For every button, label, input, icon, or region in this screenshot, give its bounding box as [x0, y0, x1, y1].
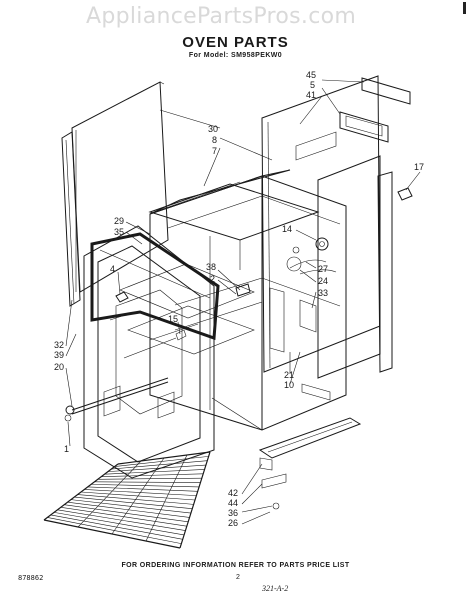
callout-2: 2 — [210, 274, 215, 284]
vent-trim — [339, 77, 411, 143]
callout-15: 15 — [168, 314, 178, 324]
callout-numbers: 45 5 41 30 8 7 17 14 27 24 33 29 35 38 2… — [54, 70, 424, 528]
oven-front-panel — [83, 225, 215, 479]
sensor-assembly — [289, 237, 337, 275]
callout-24: 24 — [318, 276, 328, 286]
document-number: 878862 — [18, 574, 44, 582]
bottom-rail — [258, 417, 362, 510]
callout-1: 1 — [64, 444, 69, 454]
callout-17: 17 — [414, 162, 424, 172]
broil-element — [64, 377, 169, 422]
callout-10: 10 — [284, 380, 294, 390]
callout-5: 5 — [310, 80, 315, 90]
callout-35: 35 — [114, 227, 124, 237]
model-line: For Model: SM958PEKW0 — [188, 52, 283, 59]
callout-21: 21 — [284, 370, 294, 380]
clip-part — [397, 187, 413, 201]
callout-38: 38 — [206, 262, 216, 272]
callout-32: 32 — [54, 340, 64, 350]
oven-rack — [43, 451, 211, 549]
callout-30: 30 — [208, 124, 218, 134]
callout-36: 36 — [228, 508, 238, 518]
callout-45: 45 — [306, 70, 316, 80]
callout-14: 14 — [282, 224, 292, 234]
callout-26: 26 — [228, 518, 238, 528]
callout-41: 41 — [306, 90, 316, 100]
right-side-panel — [317, 155, 393, 379]
leader-lines — [65, 79, 421, 525]
left-side-panel — [61, 81, 169, 307]
page-number: 2 — [236, 574, 240, 581]
diagram-title: OVEN PARTS — [182, 34, 289, 51]
callout-29: 29 — [114, 216, 124, 226]
callout-33: 33 — [318, 288, 328, 298]
cavity-shelves — [119, 263, 255, 355]
ordering-note: FOR ORDERING INFORMATION REFER TO PARTS … — [121, 562, 350, 569]
oven-cavity — [149, 169, 347, 431]
callout-8: 8 — [212, 135, 217, 145]
callout-42: 42 — [228, 488, 238, 498]
revision-code: 321-A-2 — [262, 584, 289, 593]
callout-27: 27 — [318, 264, 328, 274]
callout-39: 39 — [54, 350, 64, 360]
small-parts — [115, 283, 251, 341]
callout-4: 4 — [110, 264, 115, 274]
callout-20: 20 — [54, 362, 64, 372]
watermark: AppliancePartsPros.com — [86, 4, 357, 29]
callout-7: 7 — [212, 146, 217, 156]
edge-mark — [463, 2, 466, 14]
callout-44: 44 — [228, 498, 238, 508]
